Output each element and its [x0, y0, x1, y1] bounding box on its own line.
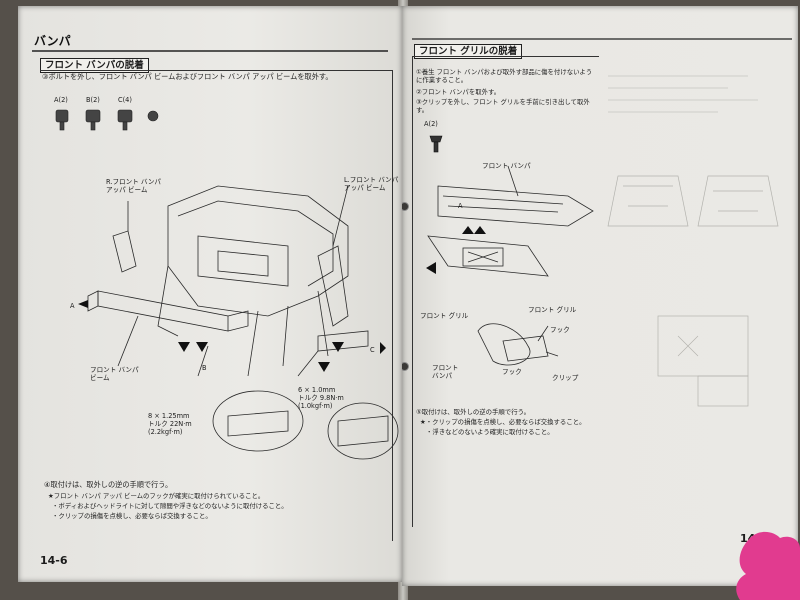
- callout-b: B: [202, 364, 207, 372]
- callout-a: A: [70, 302, 75, 310]
- grille-step-1: ①養生 フロント バンパおよび取外す部品に傷を付けないように作業すること。: [416, 68, 593, 84]
- fastener-label-b: B(2): [86, 96, 100, 104]
- section-title-bar: フロント バンパの脱着: [40, 58, 149, 73]
- clip-icon: [429, 135, 443, 153]
- note-bullet-1: ・ボディおよびヘッドライトに対して隙間や浮きなどのないように取付けること。: [52, 502, 288, 510]
- ghost-bleed: [198, 98, 205, 108]
- section-frame: [40, 70, 393, 541]
- left-page: バンパ フロント バンパの脱着 ③ボルトを外し、フロント バンパ ビームおよびフ…: [18, 6, 402, 582]
- note-star: ★フロント バンパ アッパ ビームのフックが確実に取付けられていること。: [48, 492, 265, 500]
- label-front-bumper: フロント バンパ: [482, 162, 531, 170]
- grille-step-3: ③クリップを外し、フロント グリルを手前に引き出して取外す。: [416, 98, 590, 114]
- binder-hole-bottom: [402, 362, 409, 371]
- note-main: ④取付けは、取外しの逆の手順で行う。: [44, 480, 173, 489]
- fastener-label-a: A(2): [54, 96, 68, 104]
- label-front-grille: フロント グリル: [420, 312, 469, 320]
- label-front-bumper-beam: フロント バンパビーム: [90, 366, 139, 382]
- grille-section-title-bar: フロント グリルの脱着: [414, 44, 523, 59]
- label-front-grille-inset: フロント グリル: [528, 306, 577, 314]
- label-front-bumper-inset: フロントバンパ: [432, 364, 459, 380]
- grille-note-star: ★・クリップの損傷を点検し、必要ならば交換すること。: [420, 418, 586, 426]
- page-header-title: バンパ: [34, 34, 71, 48]
- fastener-icons: [55, 109, 159, 131]
- grille-note-main: ⑤取付けは、取外しの逆の手順で行う。: [416, 408, 530, 416]
- step-bolt-text: ③ボルトを外し、フロント バンパ ビームおよびフロント バンパ アッパ ビームを…: [42, 72, 333, 81]
- label-l-upper-beam: L.フロント バンパアッパ ビーム: [344, 176, 399, 192]
- note-bullet-2: ・クリップの損傷を点検し、必要ならば交換すること。: [52, 512, 212, 520]
- grille-note-bullet: ・浮きなどのないよう確実に取付けること。: [426, 428, 554, 436]
- label-hook-1: フック: [550, 326, 570, 334]
- callout-c: C: [370, 346, 375, 354]
- label-hook-2: フック: [502, 368, 522, 376]
- pink-index-tab: [736, 531, 800, 600]
- label-r-upper-beam: R.フロント バンパアッパ ビーム: [106, 178, 162, 194]
- bumper-beam-diagram: [78, 185, 399, 460]
- faint-next-section: [607, 75, 779, 407]
- grille-diagram: [426, 165, 594, 366]
- grille-section-frame: [412, 56, 599, 527]
- right-page: フロント グリルの脱着 ①養生 フロント バンパおよび取外す部品に傷を付けないよ…: [402, 6, 798, 586]
- label-clip: クリップ: [552, 374, 579, 382]
- binder-hole-top: [402, 202, 409, 211]
- header-rule: [32, 50, 388, 52]
- page-number-left: 14-6: [40, 554, 68, 567]
- grille-step-2: ②フロント バンパを取外す。: [416, 88, 501, 96]
- callout-a-right: A: [458, 202, 463, 210]
- header-rule-right: [412, 38, 792, 40]
- grille-fastener-label: A(2): [424, 120, 438, 128]
- fastener-label-c: C(4): [118, 96, 132, 104]
